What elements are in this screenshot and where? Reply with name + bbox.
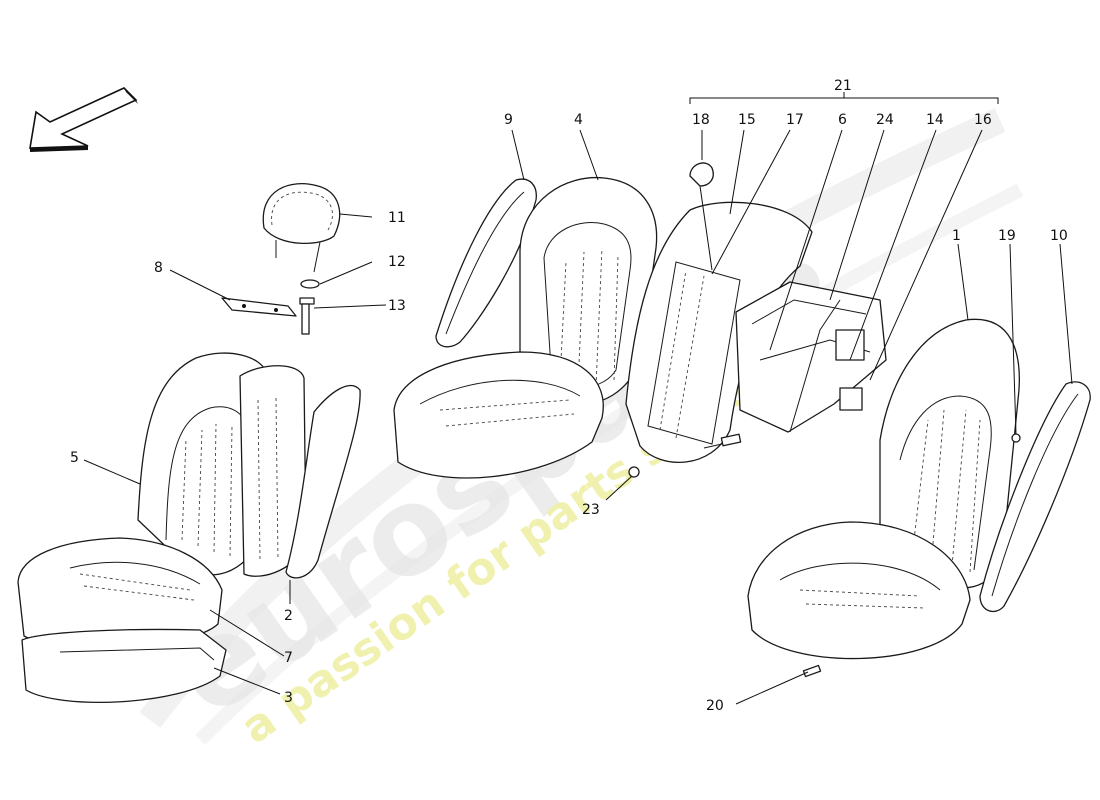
callout-1: 1 <box>952 228 961 244</box>
bracket-plate <box>221 297 297 317</box>
callouts: 1 2 3 4 5 6 7 8 9 10 11 12 13 14 15 16 1… <box>70 78 1068 714</box>
leader-lines <box>83 92 1073 705</box>
callout-19: 19 <box>998 228 1016 244</box>
callout-13: 13 <box>388 298 406 314</box>
callout-15: 15 <box>738 112 756 128</box>
fastener <box>628 466 640 478</box>
callout-23: 23 <box>582 502 600 518</box>
bolt <box>802 664 822 678</box>
side-bolster <box>435 178 537 348</box>
callout-11: 11 <box>388 210 406 226</box>
callout-16: 16 <box>974 112 992 128</box>
callout-9: 9 <box>504 112 513 128</box>
callout-5: 5 <box>70 450 79 466</box>
right-side-panel <box>979 381 1091 613</box>
callout-8: 8 <box>154 260 163 276</box>
callout-20: 20 <box>706 698 724 714</box>
callout-10: 10 <box>1050 228 1068 244</box>
callout-4: 4 <box>574 112 583 128</box>
callout-12: 12 <box>388 254 406 270</box>
callout-14: 14 <box>926 112 944 128</box>
direction-arrow-icon <box>29 87 138 152</box>
release-pin <box>299 297 315 335</box>
lower-cushion-frame <box>21 628 227 704</box>
seat-frame <box>735 281 887 433</box>
callout-2: 2 <box>284 608 293 624</box>
rear-seat-base <box>393 351 604 479</box>
callout-17: 17 <box>786 112 804 128</box>
gas-spring <box>703 433 742 449</box>
callout-24: 24 <box>876 112 894 128</box>
right-backrest <box>879 318 1020 589</box>
right-seat-cushion <box>747 521 971 660</box>
back-panel-cover <box>625 201 813 463</box>
callout-7: 7 <box>284 650 293 666</box>
screw <box>1011 433 1021 443</box>
callout-21: 21 <box>834 78 852 94</box>
backrest-side-cover <box>239 365 361 579</box>
headrest <box>262 183 341 273</box>
callout-3: 3 <box>284 690 293 706</box>
callout-18: 18 <box>692 112 710 128</box>
clip <box>689 162 714 187</box>
callout-6: 6 <box>838 112 847 128</box>
headrest-guide <box>300 279 320 289</box>
